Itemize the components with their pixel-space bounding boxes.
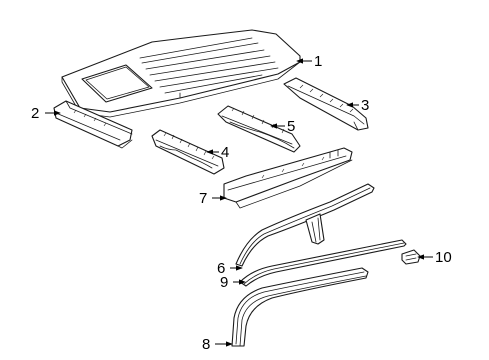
roof-side-rail (223, 147, 353, 209)
drip-molding (239, 239, 407, 287)
callout-9: 9 (220, 274, 228, 291)
callout-10: 10 (435, 249, 452, 266)
callout-6: 6 (217, 260, 225, 277)
callout-3: 3 (361, 97, 369, 114)
callout-7: 7 (199, 190, 207, 207)
rear-roof-bow (283, 77, 369, 131)
roof-panel (61, 29, 301, 118)
leader-lines (45, 58, 433, 347)
callout-8: 8 (202, 336, 210, 353)
pillar-trim-with-bracket (235, 183, 375, 267)
callout-5: 5 (287, 118, 295, 135)
roof-bow-front (151, 129, 225, 175)
front-header-rail (53, 100, 133, 149)
callout-4: 4 (221, 144, 229, 161)
curved-side-molding (231, 267, 369, 347)
callout-2: 2 (31, 105, 39, 122)
clip-fastener (401, 249, 421, 265)
callout-labels: 1 2 3 4 5 6 7 8 9 10 (31, 53, 452, 353)
roof-bow-middle (217, 105, 301, 153)
callout-1: 1 (314, 53, 322, 70)
